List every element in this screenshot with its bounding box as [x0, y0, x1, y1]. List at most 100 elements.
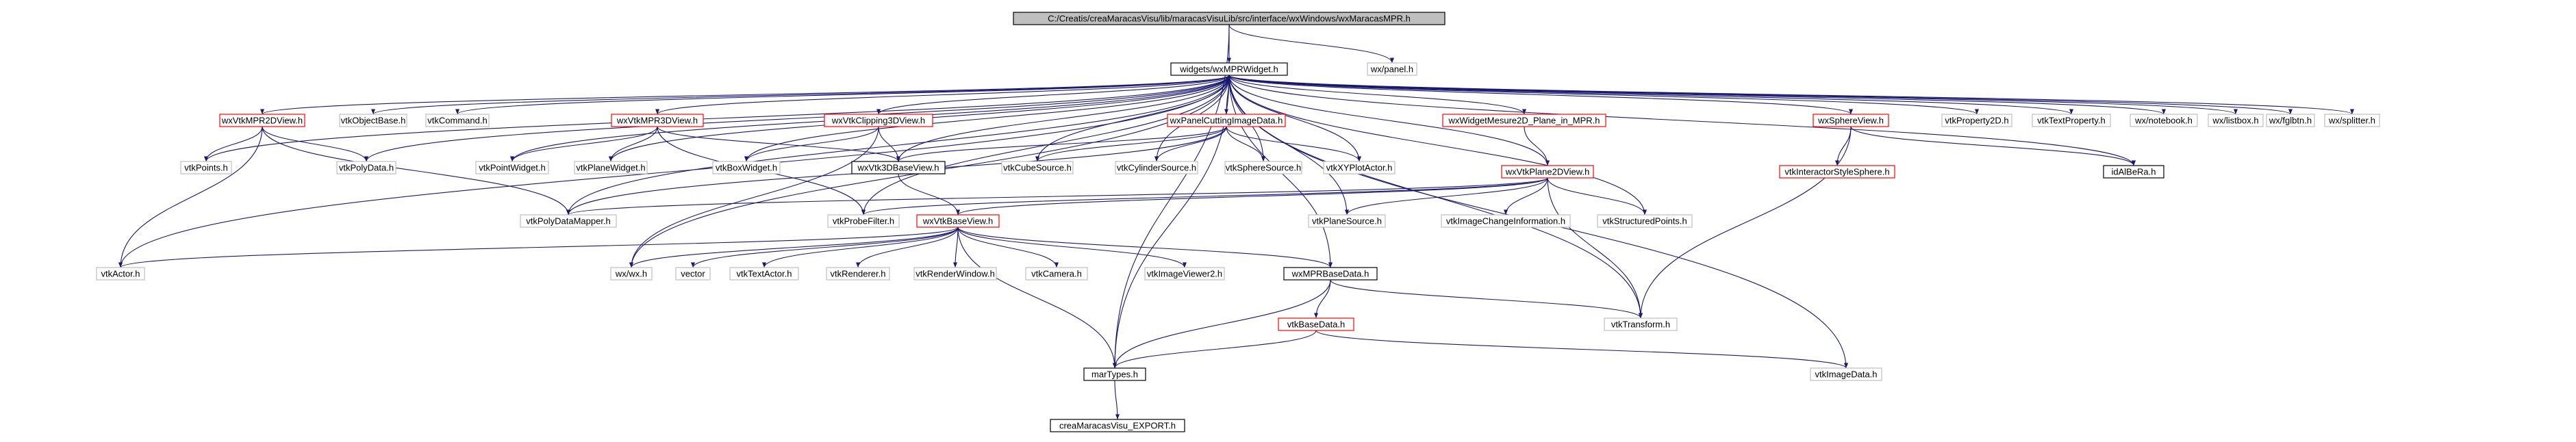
node-wxVtkMPR3DView[interactable]: wxVtkMPR3DView.h: [611, 114, 704, 127]
node-label: vtkCubeSource.h: [1003, 162, 1072, 172]
node-wxMPRBaseData[interactable]: wxMPRBaseData.h: [1283, 267, 1378, 281]
node-wxlistbox: wx/listbox.h: [2208, 114, 2264, 127]
node-box: [826, 267, 890, 281]
node-label: wxPanelCuttingImageData.h: [1170, 115, 1283, 125]
edge-wxVtkMPR2DView-to-vtkActor: [118, 126, 263, 268]
edge-wxMPRWidget-to-wxVtk3DBaseView: [896, 75, 1230, 162]
node-box: [916, 214, 1000, 228]
node-box: [2103, 165, 2164, 179]
edge-wxMPRWidget-to-vtkXYPlotActor: [1228, 75, 1362, 162]
edge-wxVtkBaseView-to-vtkTextActor: [761, 226, 959, 268]
node-box: [913, 267, 997, 281]
edge-root-to-wxpanel: [1228, 24, 1395, 64]
node-label: idAlBeRa.h: [2111, 166, 2156, 177]
node-vtkTransform: vtkTransform.h: [1604, 317, 1678, 331]
node-box: [180, 161, 232, 174]
node-box: [1224, 161, 1302, 174]
node-wxVtkPlane2DView[interactable]: wxVtkPlane2DView.h: [1501, 165, 1594, 179]
edge-wxPanelCuttingImageData-to-vtkSphereSource: [1226, 126, 1266, 162]
edge-wxWidgetMesure2D-to-wxVtkPlane2DView: [1524, 126, 1550, 166]
node-wxVtkMPR2DView[interactable]: wxVtkMPR2DView.h: [219, 114, 305, 127]
node-marTypes[interactable]: marTypes.h: [1083, 367, 1146, 381]
node-box: [1283, 267, 1378, 281]
edge-wxVtkMPR3DView-to-wxVtk3DBaseView: [657, 126, 900, 162]
edge-wxPanelCuttingImageData-to-vtkXYPlotActor: [1226, 126, 1362, 162]
edge-wxMPRWidget-to-vtkPolyData: [364, 75, 1230, 162]
node-label: vtkObjectBase.h: [341, 115, 406, 125]
node-vtkProperty2D: vtkProperty2D.h: [1941, 114, 2012, 127]
node-vtkBaseData[interactable]: vtkBaseData.h: [1278, 317, 1354, 331]
node-creaExport[interactable]: creaMaracasVisu_EXPORT.h: [1050, 419, 1185, 432]
node-box: [1597, 214, 1693, 228]
node-vtkInteractorStyleSphere[interactable]: vtkInteractorStyleSphere.h: [1779, 165, 1895, 179]
nodes-layer: C:/Creatis/creaMaracasVisu/lib/maracasVi…: [96, 12, 2380, 432]
node-wxVtk3DBaseView[interactable]: wxVtk3DBaseView.h: [851, 161, 946, 174]
node-wxVtkClipping3DView[interactable]: wxVtkClipping3DView.h: [824, 114, 933, 127]
node-box: [2324, 114, 2380, 127]
node-label: vtkImageViewer2.h: [1147, 268, 1222, 278]
edge-wxSphereView-to-vtkTransform: [1638, 126, 1852, 319]
node-label: wxSphereView.h: [1817, 115, 1884, 125]
node-box: [2130, 114, 2198, 127]
node-vtkRenderWindow: vtkRenderWindow.h: [913, 267, 997, 281]
edge-wxVtkBaseView-to-vtkImageViewer2: [957, 226, 1187, 268]
node-wxMPRWidget[interactable]: widgets/wxMPRWidget.h: [1170, 62, 1288, 76]
node-box: [611, 114, 704, 127]
node-box: [1779, 165, 1895, 179]
node-vtkStructuredPoints: vtkStructuredPoints.h: [1597, 214, 1693, 228]
node-box: [1278, 317, 1354, 331]
node-idAlBeRa[interactable]: idAlBeRa.h: [2103, 165, 2164, 179]
node-label: wxVtkClipping3DView.h: [831, 115, 925, 125]
node-wxVtkBaseView[interactable]: wxVtkBaseView.h: [916, 214, 1000, 228]
node-wxSphereView[interactable]: wxSphereView.h: [1813, 114, 1889, 127]
node-vtkPlaneSource: vtkPlaneSource.h: [1308, 214, 1386, 228]
node-root[interactable]: C:/Creatis/creaMaracasVisu/lib/maracasVi…: [1013, 12, 1445, 25]
node-box: [1604, 317, 1678, 331]
node-vtkProbeFilter: vtkProbeFilter.h: [827, 214, 900, 228]
node-vtkObjectBase: vtkObjectBase.h: [339, 114, 407, 127]
edge-wxSphereView-to-vtkInteractorStyleSphere: [1834, 126, 1852, 166]
node-label: vtkSphereSource.h: [1226, 162, 1302, 172]
node-label: wx/wx.h: [615, 268, 647, 278]
node-box: [1367, 62, 1417, 76]
node-box: [712, 161, 781, 174]
node-box: [339, 114, 407, 127]
edge-wxMPRWidget-to-vtkActor: [118, 75, 1230, 268]
node-label: vtkInteractorStyleSphere.h: [1784, 166, 1889, 177]
node-label: wxVtkMPR2DView.h: [221, 115, 303, 125]
node-wxfglbtn: wx/fglbtn.h: [2266, 114, 2315, 127]
edge-wxVtkBaseView-to-vtkCamera: [957, 226, 1059, 268]
node-label: vtkBoxWidget.h: [716, 162, 777, 172]
node-wxsplitter: wx/splitter.h: [2324, 114, 2380, 127]
node-vtkPlaneWidget: vtkPlaneWidget.h: [574, 161, 648, 174]
node-vtkRenderer: vtkRenderer.h: [826, 267, 890, 281]
edge-wxMPRWidget-to-wxVtkClipping3DView: [876, 75, 1230, 115]
node-wxWidgetMesure2D[interactable]: wxWidgetMesure2D_Plane_in_MPR.h: [1442, 114, 1606, 127]
node-wxpanel: wx/panel.h: [1367, 62, 1417, 76]
node-vtkPointWidget: vtkPointWidget.h: [475, 161, 549, 174]
edge-wxVtkMPR2DView-to-vtkPolyData: [262, 126, 369, 162]
edge-wxMPRWidget-to-vtkStructuredPoints: [1228, 75, 1647, 216]
edge-wxMPRBaseData-to-vtkBaseData: [1313, 279, 1331, 319]
node-vtkImageViewer2: vtkImageViewer2.h: [1144, 267, 1225, 281]
node-label: vtkTransform.h: [1611, 319, 1670, 329]
node-vtkTextActor: vtkTextActor.h: [729, 267, 799, 281]
node-box: [675, 267, 711, 281]
edge-wxMPRWidget-to-vtkBoxWidget: [744, 75, 1230, 162]
node-vtkImageData: vtkImageData.h: [1810, 367, 1882, 381]
node-label: vtkPoints.h: [184, 162, 228, 172]
edge-wxVtkPlane2DView-to-vtkImageChangeInformation: [1503, 177, 1548, 216]
node-label: wx/listbox.h: [2212, 115, 2258, 125]
node-box: [1323, 161, 1396, 174]
node-label: wx/panel.h: [1370, 64, 1413, 74]
node-label: wxVtkBaseView.h: [922, 216, 993, 226]
edge-wxVtk3DBaseView-to-wxVtkBaseView: [898, 173, 961, 216]
node-box: [1441, 214, 1571, 228]
node-label: creaMaracasVisu_EXPORT.h: [1059, 420, 1176, 430]
node-label: vtkTextActor.h: [737, 268, 792, 278]
edge-wxVtkPlane2DView-to-vtkProbeFilter: [861, 177, 1548, 216]
edge-wxVtkMPR2DView-to-vtkPoints: [203, 126, 263, 162]
node-vtkTextProperty: vtkTextProperty.h: [2032, 114, 2111, 127]
node-wxPanelCuttingImageData[interactable]: wxPanelCuttingImageData.h: [1167, 114, 1286, 127]
node-box: [2032, 114, 2111, 127]
